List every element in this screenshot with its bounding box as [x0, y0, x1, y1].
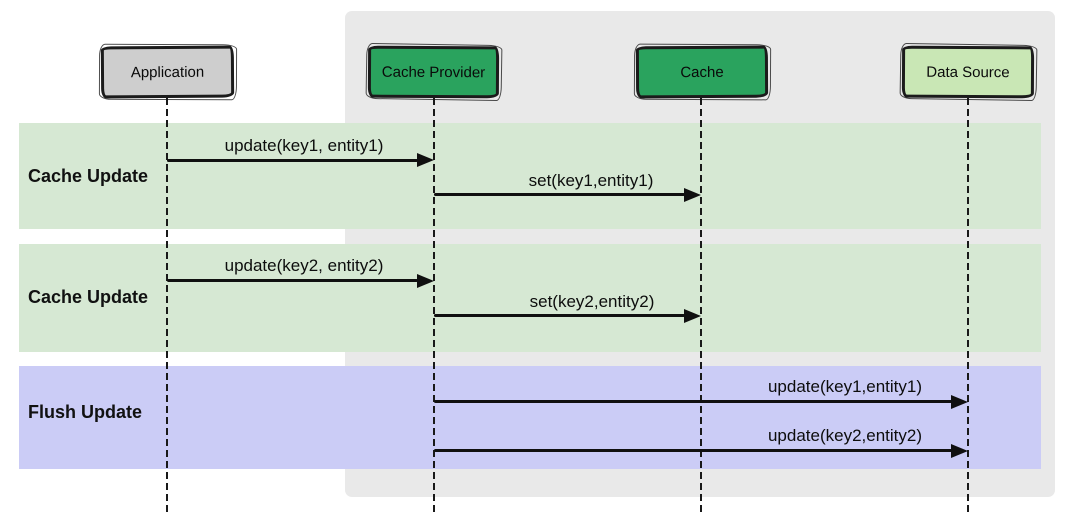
- arrowhead-icon: [951, 395, 968, 409]
- message-arrow-line: [434, 193, 685, 196]
- arrowhead-icon: [417, 153, 434, 167]
- actor-cache: Cache: [635, 45, 769, 99]
- arrowhead-icon: [684, 309, 701, 323]
- lifeline-cache: [700, 98, 702, 514]
- actor-application-label: Application: [130, 63, 205, 81]
- message-label: update(key1,entity1): [767, 377, 923, 396]
- message-label: update(key2,entity2): [767, 426, 923, 445]
- actor-cache-provider-label: Cache Provider: [381, 63, 486, 81]
- band-label-cache-update-2: Cache Update: [28, 287, 149, 307]
- message-label: set(key2,entity2): [529, 292, 655, 311]
- message-label: set(key1,entity1): [528, 171, 654, 190]
- actor-application: Application: [100, 45, 235, 99]
- arrowhead-icon: [684, 188, 701, 202]
- message-arrow-line: [167, 279, 418, 282]
- message-arrow-line: [434, 400, 952, 403]
- lifeline-application: [166, 98, 168, 514]
- actor-cache-provider: Cache Provider: [367, 45, 500, 99]
- message-arrow-line: [167, 159, 418, 162]
- actor-data-source-label: Data Source: [926, 63, 1010, 81]
- message-label: update(key1, entity1): [224, 136, 384, 155]
- actor-data-source: Data Source: [901, 45, 1035, 99]
- message-label: update(key2, entity2): [224, 256, 384, 275]
- band-label-cache-update-1: Cache Update: [28, 166, 149, 186]
- band-cache-update-1: [19, 123, 1041, 229]
- lifeline-data-source: [967, 98, 969, 514]
- arrowhead-icon: [951, 444, 968, 458]
- message-arrow-line: [434, 314, 685, 317]
- lifeline-cache-provider: [433, 98, 435, 514]
- actor-cache-label: Cache: [680, 63, 724, 81]
- arrowhead-icon: [417, 274, 434, 288]
- band-cache-update-2: [19, 244, 1041, 352]
- band-label-flush-update: Flush Update: [28, 402, 143, 422]
- message-arrow-line: [434, 449, 952, 452]
